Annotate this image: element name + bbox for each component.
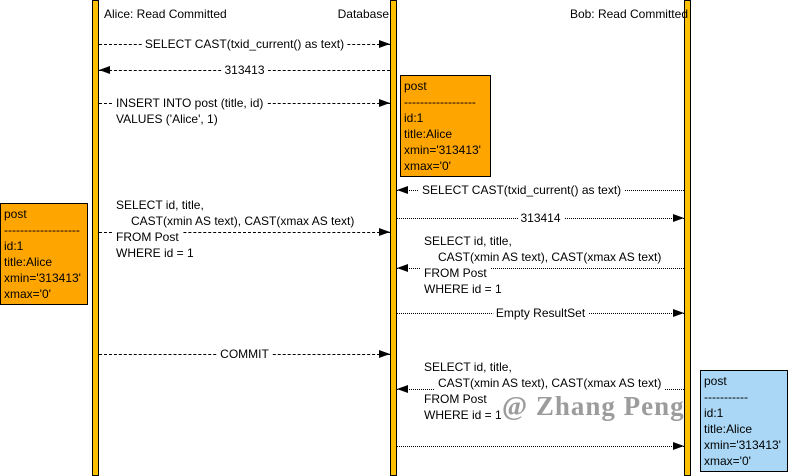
arrowhead-left-icon (397, 264, 408, 272)
note-field: xmax='0' (4, 287, 51, 301)
lifeline-alice (92, 0, 99, 476)
message-label: 313414 (517, 211, 564, 226)
arrowhead-right-icon (379, 99, 390, 107)
message-label: SELECT id, title, (113, 198, 207, 213)
message-label: WHERE id = 1 (113, 246, 197, 261)
message-label: 313413 (221, 63, 268, 78)
note-field: xmin='313413' (404, 143, 481, 157)
arrowhead-right-icon (379, 350, 390, 358)
note-field: xmin='313413' (704, 438, 781, 452)
note-field: id:1 (4, 239, 24, 253)
message-label: WHERE id = 1 (421, 408, 505, 423)
message-label: FROM Post (113, 230, 182, 245)
arrowhead-left-icon (99, 66, 110, 74)
message-label: Empty ResultSet (492, 306, 589, 321)
note-separator: ------------------ (404, 95, 476, 109)
note-title: post (704, 374, 727, 388)
note-field: xmax='0' (404, 159, 451, 173)
note-field: xmin='313413' (4, 271, 81, 285)
message-label: CAST(xmin AS text), CAST(xmax AS text) (435, 250, 665, 265)
note-field: id:1 (704, 406, 724, 420)
note-field: title:Alice (404, 127, 453, 141)
message-label: SELECT CAST(txid_current() as text) (419, 183, 625, 198)
message-label: SELECT id, title, (421, 360, 515, 375)
message-label: SELECT CAST(txid_current() as text) (141, 37, 348, 52)
arrowhead-right-icon (379, 228, 390, 236)
arrowhead-right-icon (673, 442, 684, 450)
message-line (99, 232, 390, 233)
message-label: CAST(xmin AS text), CAST(xmax AS text) (128, 214, 358, 229)
note-post-bob: post ----------- id:1 title:Alice xmin='… (700, 370, 788, 472)
participant-label-alice: Alice: Read Committed (104, 7, 227, 21)
message-line (397, 268, 684, 269)
note-field: title:Alice (4, 255, 53, 269)
note-field: id:1 (404, 111, 424, 125)
lifeline-bob (684, 0, 691, 476)
message-label: COMMIT (217, 347, 272, 362)
note-field: xmax='0' (704, 454, 751, 468)
watermark: @ Zhang Peng (502, 391, 685, 421)
message-label: VALUES ('Alice', 1) (113, 112, 221, 127)
message-label: INSERT INTO post (title, id) (113, 96, 267, 111)
message-line (397, 446, 684, 447)
arrowhead-left-icon (397, 186, 408, 194)
note-field: title:Alice (704, 422, 753, 436)
note-separator: ----------- (704, 390, 748, 404)
participant-label-bob: Bob: Read Committed (569, 7, 688, 21)
note-post-database: post ------------------ id:1 title:Alice… (400, 75, 491, 177)
message-label: WHERE id = 1 (421, 282, 505, 297)
note-title: post (4, 207, 27, 221)
note-separator: ------------------- (4, 223, 80, 237)
message-label: FROM Post (421, 266, 490, 281)
note-title: post (404, 79, 427, 93)
arrowhead-right-icon (673, 214, 684, 222)
lifeline-database (390, 0, 397, 476)
arrowhead-left-icon (397, 385, 408, 393)
arrowhead-right-icon (673, 309, 684, 317)
message-label: FROM Post (421, 392, 490, 407)
note-post-alice: post ------------------- id:1 title:Alic… (0, 203, 88, 305)
arrowhead-right-icon (379, 40, 390, 48)
message-label: CAST(xmin AS text), CAST(xmax AS text) (435, 376, 665, 391)
participant-label-database: Database (337, 7, 389, 21)
message-label: SELECT id, title, (421, 234, 515, 249)
